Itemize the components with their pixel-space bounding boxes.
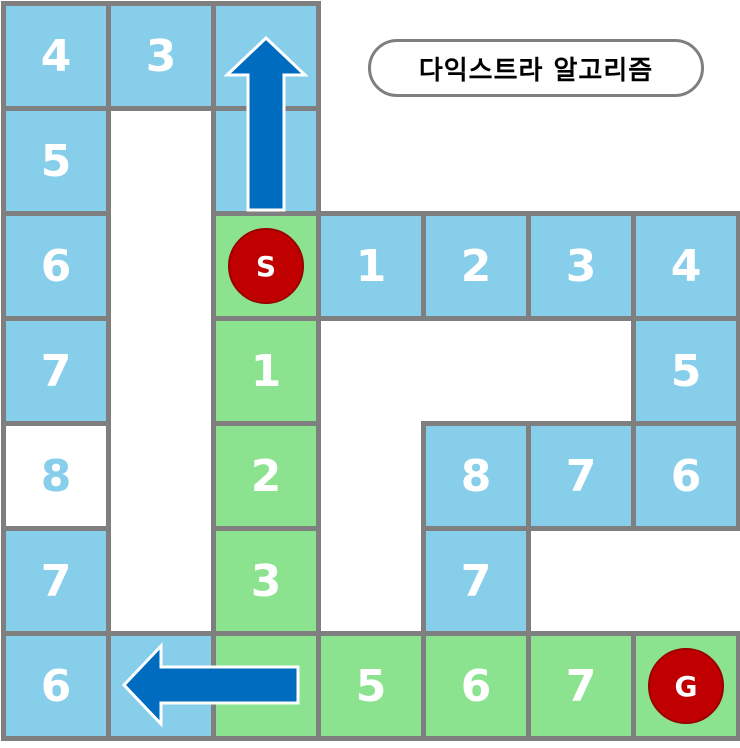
cell-distance-label: 8: [460, 450, 492, 502]
grid-cell-r6c4: 6: [421, 631, 531, 741]
grid-cell-r4c2: 2: [211, 421, 321, 531]
grid-cell-r1c0: 5: [1, 106, 111, 216]
cell-distance-label: 6: [670, 450, 702, 502]
grid-cell-r6c6: G: [631, 631, 740, 741]
cell-distance-label: 3: [565, 240, 597, 292]
cell-distance-label: 8: [40, 450, 72, 502]
grid-cell-r3c0: 7: [1, 316, 111, 426]
grid-cell-r4c6: 6: [631, 421, 740, 531]
cell-distance-label: 7: [565, 660, 597, 712]
grid-cell-r4c5: 7: [526, 421, 636, 531]
cell-distance-label: 1: [355, 240, 387, 292]
grid-cell-r2c3: 1: [316, 211, 426, 321]
grid-cell-r2c0: 6: [1, 211, 111, 321]
up-arrow-icon: [223, 35, 309, 212]
cell-distance-label: 4: [670, 240, 702, 292]
grid-cell-r5c4: 7: [421, 526, 531, 636]
grid-cell-r4c0: 8: [1, 421, 111, 531]
grid-cell-r6c5: 7: [526, 631, 636, 741]
cell-distance-label: 1: [250, 345, 282, 397]
cell-distance-label: 7: [40, 345, 72, 397]
grid-cell-r2c4: 2: [421, 211, 531, 321]
cell-distance-label: 6: [460, 660, 492, 712]
grid-cell-r0c1: 3: [106, 1, 216, 111]
cell-distance-label: 2: [460, 240, 492, 292]
left-arrow-icon: [121, 642, 300, 728]
grid-cell-r5c2: 3: [211, 526, 321, 636]
cell-distance-label: 3: [145, 30, 177, 82]
cell-distance-label: 2: [250, 450, 282, 502]
grid-cell-r2c6: 4: [631, 211, 740, 321]
cell-distance-label: 6: [40, 240, 72, 292]
title-box: 다익스트라 알고리즘: [368, 39, 704, 97]
page-title: 다익스트라 알고리즘: [418, 55, 654, 86]
grid-cell-r6c3: 5: [316, 631, 426, 741]
cell-distance-label: 3: [250, 555, 282, 607]
cell-distance-label: 4: [40, 30, 72, 82]
grid-cell-r2c5: 3: [526, 211, 636, 321]
cell-distance-label: 7: [460, 555, 492, 607]
grid-cell-r6c0: 6: [1, 631, 111, 741]
start-marker: S: [228, 228, 304, 304]
grid-cell-r3c2: 1: [211, 316, 321, 426]
goal-marker: G: [648, 648, 724, 724]
cell-distance-label: 5: [40, 135, 72, 187]
cell-distance-label: 7: [565, 450, 597, 502]
cell-distance-label: 5: [355, 660, 387, 712]
grid-cell-r5c0: 7: [1, 526, 111, 636]
cell-distance-label: 7: [40, 555, 72, 607]
grid-cell-r3c6: 5: [631, 316, 740, 426]
grid-cell-r4c4: 8: [421, 421, 531, 531]
grid-cell-r0c0: 4: [1, 1, 111, 111]
cell-distance-label: 5: [670, 345, 702, 397]
grid-cell-r2c2: S: [211, 211, 321, 321]
cell-distance-label: 6: [40, 660, 72, 712]
